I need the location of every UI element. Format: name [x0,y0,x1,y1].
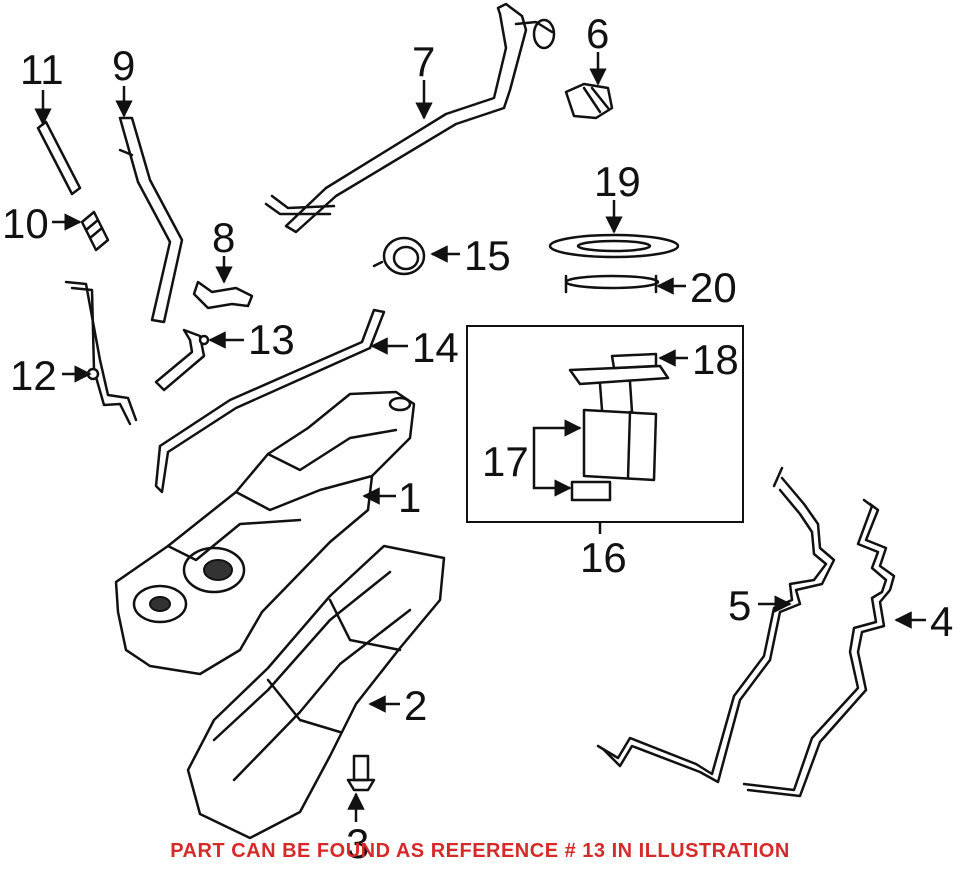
part-16-module-frame [466,325,744,523]
part-4-line [742,498,896,798]
part-13-hose [154,328,210,392]
part-8-elbow-hose [192,280,254,310]
callout-1: 1 [398,474,421,521]
part-12-tube [64,280,138,426]
leader-lines [34,52,926,822]
callout-labels: 11 9 10 12 8 13 14 7 6 15 19 20 18 17 16… [2,10,953,867]
callout-6: 6 [586,10,609,57]
part-6-cap [564,82,614,120]
callout-14: 14 [412,324,459,371]
callout-7: 7 [412,38,435,85]
part-11-rod [36,120,82,196]
callout-11: 11 [20,46,64,93]
callout-5: 5 [728,582,751,629]
part-10-grommet [80,210,110,252]
callout-13: 13 [248,316,295,363]
reference-note: PART CAN BE FOUND AS REFERENCE # 13 IN I… [170,840,790,862]
part-17-pump-body [570,408,658,502]
callout-12: 12 [10,352,57,399]
part-18-flange [568,352,670,414]
callout-2: 2 [404,682,427,729]
callout-16: 16 [580,534,627,581]
part-14-tube [154,308,386,494]
part-19-seal-ring [548,233,680,259]
part-5-line [596,466,836,784]
part-1-fuel-tank [114,390,416,676]
callout-8: 8 [212,214,235,261]
callout-3: 3 [346,820,369,867]
callout-15: 15 [464,232,511,279]
callout-17: 17 [482,438,529,485]
callout-18: 18 [692,336,739,383]
part-15-clip [372,236,426,276]
callout-4: 4 [930,598,953,645]
callout-10: 10 [2,200,49,247]
callout-9: 9 [112,42,135,89]
callout-20: 20 [690,264,737,311]
callout-19: 19 [594,158,641,205]
part-3-bolt [346,754,376,792]
part-7-filler-tube [264,2,556,234]
part-9-tube [118,116,184,324]
part-20-lock-ring [564,274,660,294]
part-2-skid-plate [186,544,446,840]
